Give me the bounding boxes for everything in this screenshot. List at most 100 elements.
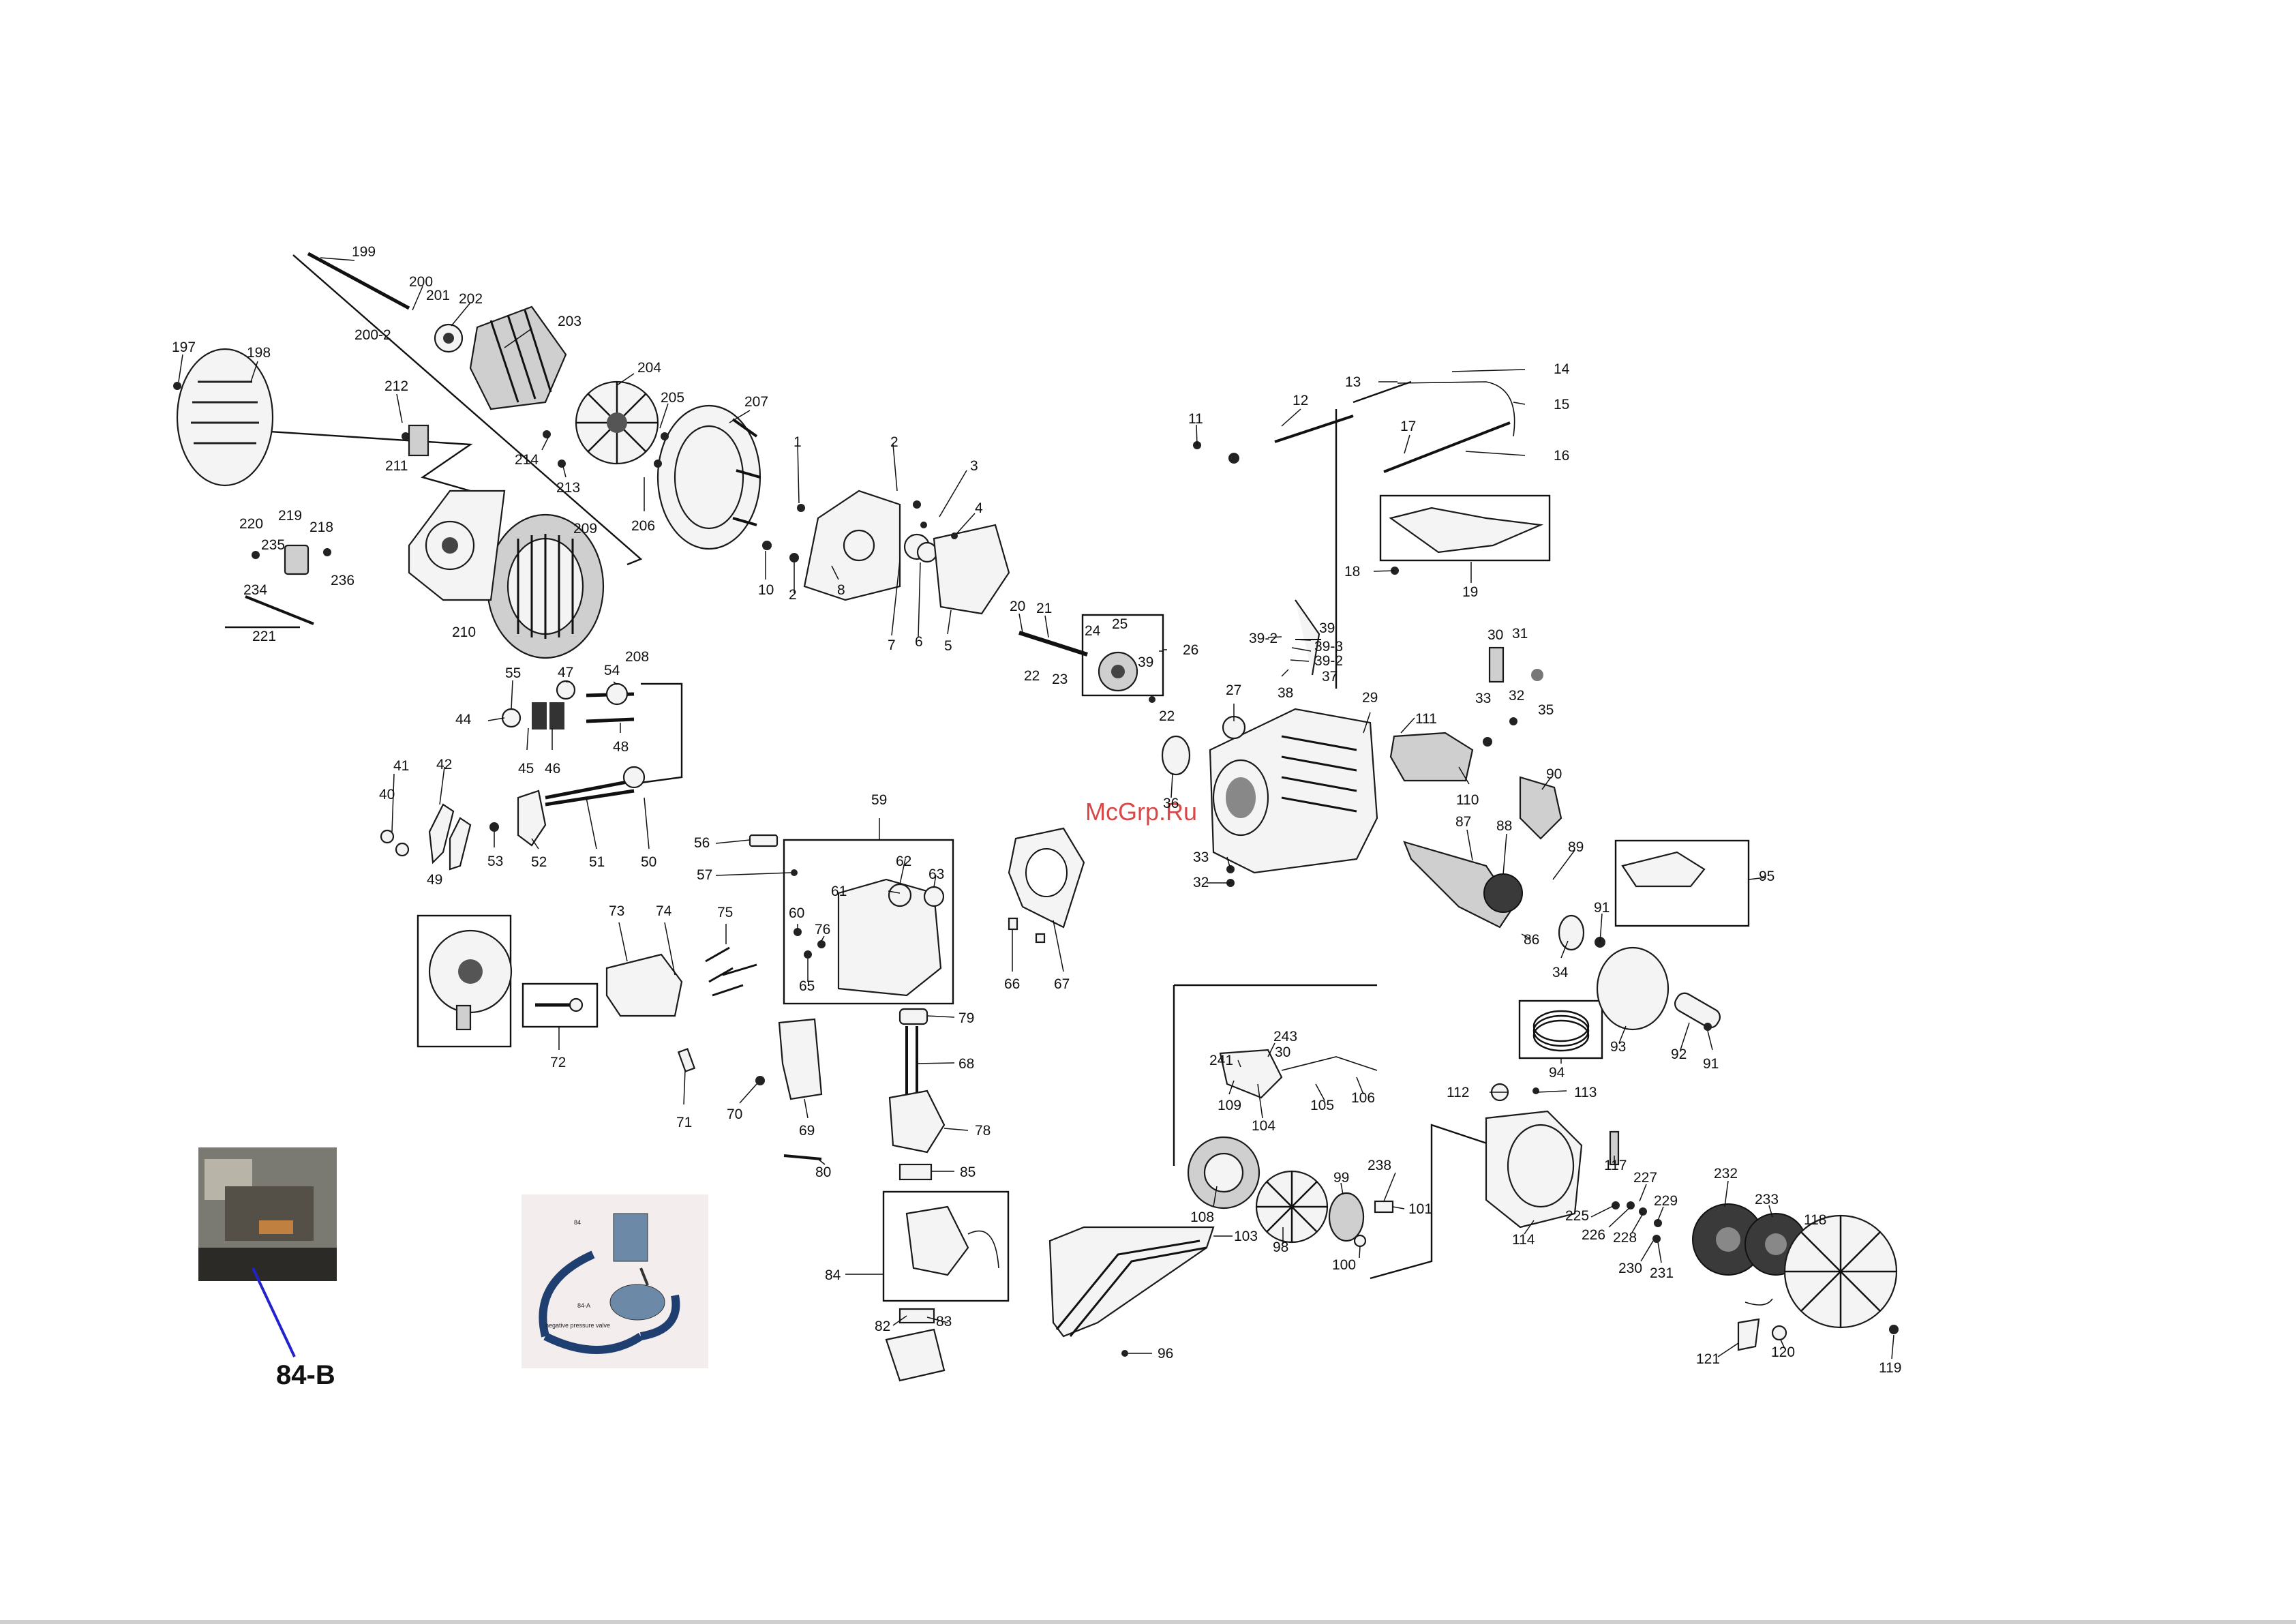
callout-52: 52 — [531, 854, 547, 870]
callout-201: 201 — [426, 288, 450, 303]
callout-8: 8 — [837, 582, 845, 598]
insulator-plate — [778, 1018, 823, 1100]
carburetor — [905, 1205, 969, 1276]
group-bracket-alternator — [292, 254, 643, 566]
callout-214: 214 — [515, 452, 539, 468]
photo-84b: 84-B — [198, 1147, 337, 1390]
callout-67: 67 — [1054, 976, 1070, 992]
callout-120: 120 — [1771, 1344, 1795, 1360]
callout-198: 198 — [247, 345, 271, 361]
callout-71: 71 — [676, 1115, 692, 1130]
callout-221: 221 — [252, 629, 276, 644]
callout-17: 17 — [1400, 419, 1416, 434]
control-cables-group — [1193, 380, 1551, 689]
crankshaft — [1403, 841, 1515, 929]
callout-236: 236 — [331, 573, 354, 588]
photo-84b-label: 84-B — [276, 1360, 335, 1390]
callout-238: 238 — [1368, 1158, 1391, 1173]
starter-pulley — [1328, 1192, 1365, 1242]
callout-100: 100 — [1332, 1257, 1356, 1273]
callout-110: 110 — [1456, 792, 1479, 808]
callout-35: 35 — [1538, 702, 1554, 718]
callout-59: 59 — [871, 792, 887, 808]
callout-203: 203 — [558, 314, 581, 329]
ignition-coil — [1219, 1049, 1283, 1099]
callout-210: 210 — [452, 625, 476, 640]
callout-211: 211 — [385, 458, 408, 474]
callout-82: 82 — [875, 1319, 890, 1334]
main-bearing — [1161, 735, 1191, 776]
callout-200-2: 200-2 — [354, 327, 391, 343]
photo-84a-caption: negative pressure valve — [545, 1322, 610, 1329]
callout-231: 231 — [1650, 1265, 1674, 1281]
piston — [1596, 946, 1670, 1031]
diode-bridge — [408, 424, 429, 457]
callout-21: 21 — [1036, 601, 1052, 616]
callout-41: 41 — [393, 758, 409, 774]
throttle-rod — [1274, 415, 1354, 443]
callout-76: 76 — [815, 922, 830, 937]
callout-213: 213 — [556, 480, 580, 496]
callout-24: 24 — [1085, 623, 1101, 639]
callout-105: 105 — [1310, 1098, 1334, 1113]
piston-pin — [1674, 992, 1721, 1029]
box-19 — [1379, 494, 1551, 562]
air-cleaner-elbow — [885, 1328, 946, 1382]
callout-14: 14 — [1554, 361, 1570, 377]
callout-235: 235 — [261, 537, 285, 553]
callout-53: 53 — [487, 854, 503, 869]
callout-208: 208 — [625, 649, 649, 665]
box-26 — [1081, 614, 1164, 697]
callout-60: 60 — [789, 905, 804, 921]
callout-227: 227 — [1633, 1170, 1657, 1186]
carburetor-group — [677, 1008, 1010, 1382]
governor-shaft — [1018, 631, 1088, 657]
starter-grip — [1737, 1318, 1760, 1351]
callout-79: 79 — [958, 1010, 974, 1026]
callout-29: 29 — [1362, 690, 1378, 706]
callout-22a: 22 — [1024, 668, 1040, 684]
tie-rod — [245, 595, 314, 625]
callout-27: 27 — [1226, 682, 1241, 698]
callout-241: 241 — [1209, 1053, 1233, 1068]
callout-108: 108 — [1190, 1209, 1214, 1225]
callout-104: 104 — [1252, 1118, 1275, 1134]
callout-57: 57 — [697, 867, 712, 883]
callout-46: 46 — [545, 761, 560, 777]
callout-78: 78 — [975, 1123, 991, 1139]
callout-22b: 22 — [1159, 708, 1175, 724]
callout-54: 54 — [604, 663, 620, 678]
timing-gear — [1483, 873, 1523, 913]
rotor — [469, 305, 567, 410]
photo-84a-label-84a: 84-A — [577, 1302, 590, 1309]
callout-6: 6 — [915, 634, 923, 650]
callout-63: 63 — [928, 867, 944, 882]
callout-23: 23 — [1052, 672, 1068, 687]
callout-73: 73 — [609, 903, 624, 919]
box-72 — [522, 982, 599, 1028]
end-cover — [176, 348, 274, 487]
callout-86: 86 — [1524, 932, 1539, 948]
governor-group — [1018, 614, 1164, 703]
callout-68: 68 — [958, 1056, 974, 1072]
intake-manifold — [888, 1089, 946, 1154]
callout-48: 48 — [613, 739, 629, 755]
callout-233: 233 — [1755, 1192, 1779, 1207]
cover-gasket — [933, 524, 1010, 615]
callout-72: 72 — [550, 1055, 566, 1070]
callout-4: 4 — [975, 500, 983, 516]
watermark-text: McGrp.Ru — [1085, 798, 1197, 826]
callout-230: 230 — [1618, 1261, 1642, 1276]
photo-84a: 84 84-A negative pressure valve — [522, 1194, 708, 1368]
callout-labels: 199 200 201 200-2 202 203 197 198 204 20… — [172, 244, 1901, 1376]
callout-2a: 2 — [890, 434, 898, 450]
callout-31: 31 — [1512, 626, 1528, 642]
callout-98: 98 — [1273, 1239, 1288, 1255]
callout-15: 15 — [1554, 397, 1569, 412]
valve-train-group — [380, 680, 683, 1048]
callout-32a: 32 — [1509, 688, 1524, 704]
brush-holder — [284, 544, 309, 575]
cylinder-head-group — [522, 827, 1085, 1028]
callout-226: 226 — [1582, 1227, 1605, 1243]
